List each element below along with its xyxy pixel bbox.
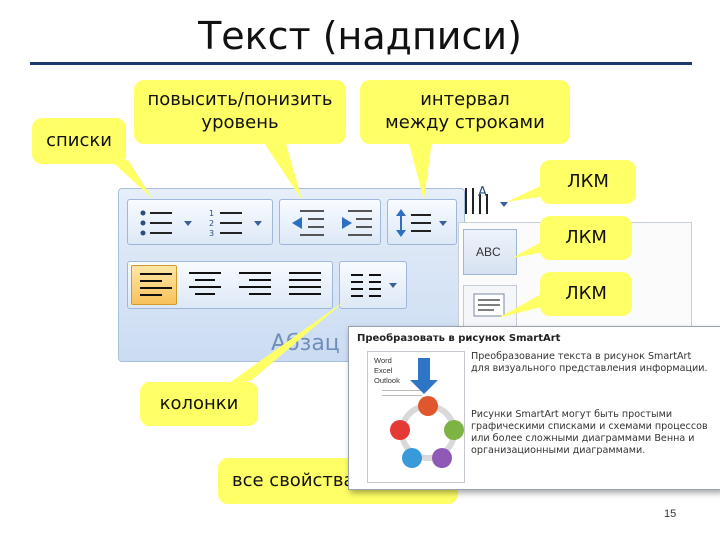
callout-levels-line1: повысить/понизить [147, 89, 333, 110]
preview-list-item: Excel [374, 366, 393, 375]
decrease-indent-button[interactable] [284, 203, 328, 241]
line-spacing-button[interactable] [391, 203, 451, 241]
preview-list-item: Outlook [374, 376, 400, 385]
indent-buttons-group [279, 199, 381, 245]
callout-lists: списки [32, 118, 126, 164]
line-spacing-icon [396, 209, 447, 237]
columns-button[interactable] [343, 265, 401, 303]
line-spacing-group [387, 199, 457, 245]
text-style-sample: ABC [476, 245, 501, 259]
cycle-node [432, 448, 452, 468]
callout-columns: колонки [140, 382, 258, 426]
align-right-button[interactable] [231, 265, 275, 303]
text-direction-icon[interactable]: A [460, 184, 516, 222]
decrease-indent-icon [292, 210, 324, 236]
callout-spacing: интервал между строками [360, 80, 570, 144]
increase-indent-button[interactable] [332, 203, 376, 241]
slide-title: Текст (надписи) [198, 14, 522, 58]
preview-list: Word Excel Outlook [374, 356, 422, 396]
cycle-node [390, 420, 410, 440]
svg-text:1: 1 [209, 209, 214, 218]
justify-button[interactable] [281, 265, 325, 303]
bullets-button[interactable] [132, 203, 196, 241]
align-left-icon [140, 273, 172, 296]
svg-text:A: A [478, 185, 487, 200]
down-arrow-icon [410, 358, 438, 394]
cycle-node [402, 448, 422, 468]
cycle-node [418, 396, 438, 416]
tooltip-paragraph-1: Преобразование текста в рисунок SmartArt… [471, 351, 708, 374]
tooltip-paragraph-2: Рисунки SmartArt могут быть простыми гра… [471, 409, 708, 456]
bullets-icon [140, 210, 192, 236]
align-right-icon [239, 272, 271, 295]
svg-text:2: 2 [209, 219, 214, 228]
columns-icon [351, 274, 397, 297]
title-underline [30, 62, 692, 65]
smartart-tooltip: Преобразовать в рисунок SmartArt Word Ex… [348, 326, 720, 490]
numbering-icon: 1 2 3 [209, 209, 262, 238]
tooltip-title: Преобразовать в рисунок SmartArt [357, 333, 561, 344]
callout-spacing-line1: интервал [420, 89, 510, 110]
text-align-icon [473, 293, 505, 317]
callout-spacing-line2: между строками [385, 112, 545, 133]
page-number: 15 [664, 508, 677, 520]
align-center-icon [189, 272, 221, 295]
align-left-button[interactable] [131, 265, 177, 305]
numbering-button[interactable]: 1 2 3 [202, 203, 266, 241]
callout-lkm-1: ЛКМ [540, 160, 636, 204]
cycle-node [444, 420, 464, 440]
smartart-preview-image: Word Excel Outlook [367, 351, 465, 483]
alignment-group [127, 261, 333, 309]
columns-group [339, 261, 407, 309]
justify-icon [289, 272, 321, 295]
list-buttons-group: 1 2 3 [127, 199, 273, 245]
increase-indent-icon [342, 210, 372, 236]
callout-levels-line2: уровень [201, 112, 279, 133]
smartart-cycle-diagram [390, 358, 464, 468]
callout-lkm-2: ЛКМ [540, 216, 632, 260]
svg-text:3: 3 [209, 229, 214, 238]
text-style-button[interactable]: ABC [463, 229, 517, 275]
preview-list-item: Word [374, 356, 392, 365]
callout-levels: повысить/понизить уровень [134, 80, 346, 144]
align-center-button[interactable] [181, 265, 225, 303]
callout-lkm-3: ЛКМ [540, 272, 632, 316]
